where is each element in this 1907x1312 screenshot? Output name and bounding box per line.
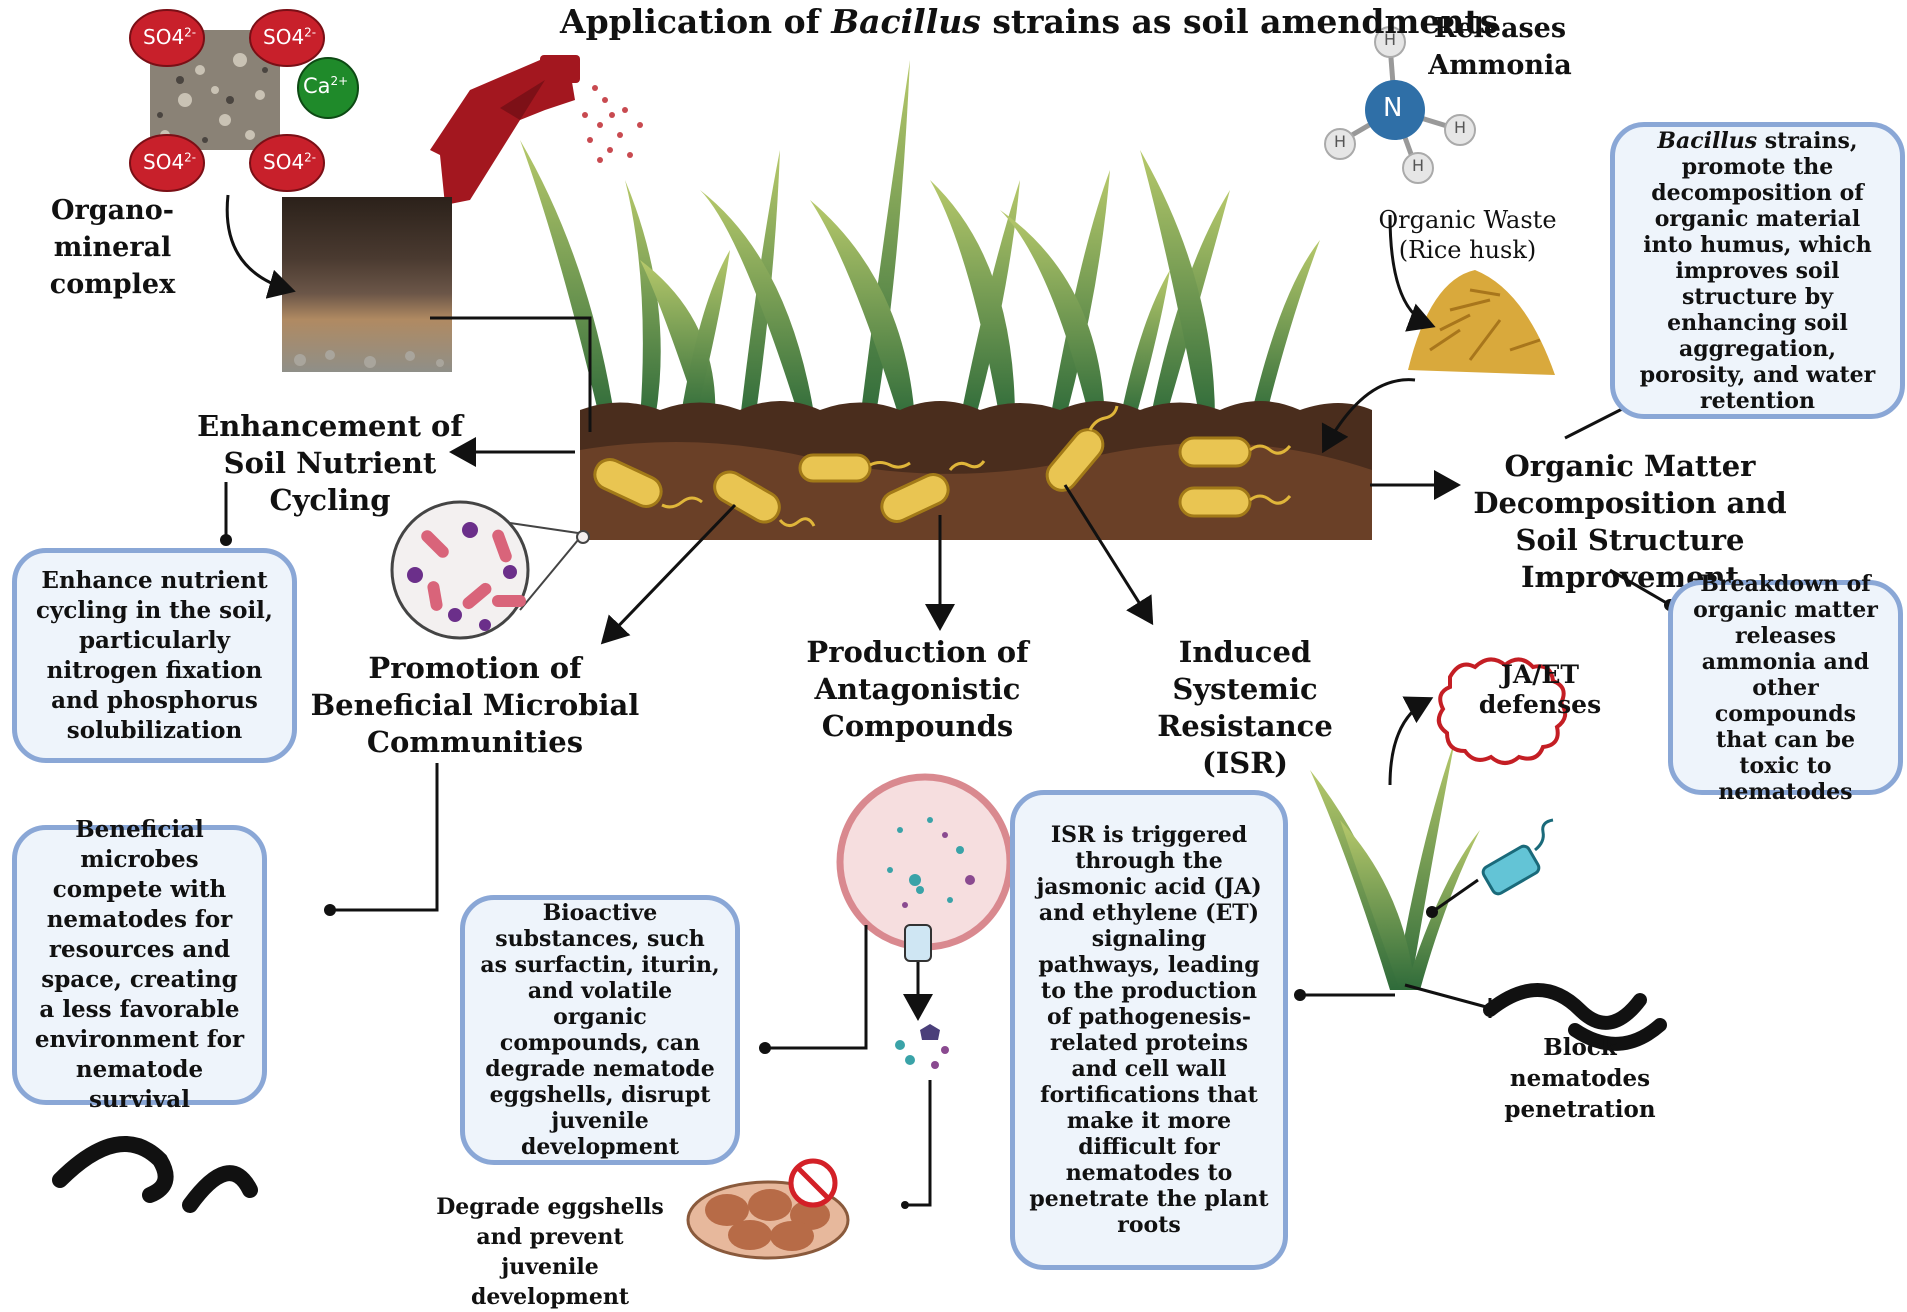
organo-mineral-label: Organo-mineral complex xyxy=(49,195,176,300)
bacterium-icon xyxy=(593,428,1252,524)
isr-mechanism-box: ISR is triggered through the jasmonic ac… xyxy=(1010,790,1288,1270)
block-nematodes-label: Block nematodes penetration xyxy=(1504,1034,1656,1123)
sulfate-label-3: SO42- xyxy=(143,150,197,174)
hydrogen-label: H xyxy=(1334,132,1347,151)
ja-et-burst-icon xyxy=(1436,657,1568,765)
soil-profile-icon xyxy=(282,197,452,372)
bacillus-decomposition-box: Bacillus strains, promote the decomposit… xyxy=(1610,122,1905,419)
organic-matter-heading: Organic Matter Decomposition and Soil St… xyxy=(1473,449,1787,594)
nematode-icon xyxy=(1483,983,1667,1051)
hydrogen-label: H xyxy=(1384,30,1397,49)
microbial-community-icon xyxy=(390,500,590,640)
degrade-eggshells-label: Degrade eggshells and prevent juvenile d… xyxy=(436,1194,664,1310)
soil-block-icon xyxy=(580,401,1372,540)
nematode-icon xyxy=(52,1136,258,1213)
releases-ammonia-label: Releases Ammonia xyxy=(1428,13,1572,81)
grass-icon xyxy=(520,60,1320,420)
hydrogen-label: H xyxy=(1412,156,1425,175)
prohibited-icon xyxy=(788,1158,838,1208)
beneficial-microbes-heading: Promotion of Beneficial Microbial Commun… xyxy=(310,651,640,759)
calcium-ion-icon xyxy=(297,57,359,119)
isr-heading: Induced Systemic Resistance (ISR) xyxy=(1157,635,1333,780)
organic-waste-label: Organic Waste (Rice husk) xyxy=(1378,206,1557,264)
rice-husk-icon xyxy=(1408,270,1555,375)
ammonia-molecule-icon xyxy=(1324,26,1476,184)
sulfate-ion-icon xyxy=(129,9,325,192)
antagonistic-heading: Production of Antagonistic Compounds xyxy=(806,635,1029,743)
nutrient-cycling-heading: Enhancement of Soil Nutrient Cycling xyxy=(197,409,463,517)
bacterium-icon xyxy=(1481,818,1554,896)
spray-bottle-icon xyxy=(430,55,643,205)
microbial-competition-box: Beneficial microbes compete with nematod… xyxy=(12,816,267,1113)
nutrient-cycling-box: Enhance nutrient cycling in the soil, pa… xyxy=(12,548,297,763)
bioactive-substances-box: Bioactive substances, such as surfactin,… xyxy=(460,895,740,1165)
diagram-graphics xyxy=(52,9,1676,1260)
sulfate-label-2: SO42- xyxy=(263,25,317,49)
calcium-label: Ca2+ xyxy=(303,74,349,98)
sulfate-label-1: SO42- xyxy=(143,25,197,49)
nitrogen-label: N xyxy=(1383,93,1403,123)
flagella xyxy=(661,405,1292,527)
diagram-title: Application of Bacillus strains as soil … xyxy=(560,2,1499,41)
sulfate-label-4: SO42- xyxy=(263,150,317,174)
hydrogen-label: H xyxy=(1454,118,1467,137)
ja-et-label: JA/ET defenses xyxy=(1478,660,1602,719)
organic-matter-breakdown-box: Breakdown of organic matter releases amm… xyxy=(1668,571,1903,805)
plant-icon xyxy=(1310,740,1480,990)
molecules-icon xyxy=(895,1024,949,1069)
